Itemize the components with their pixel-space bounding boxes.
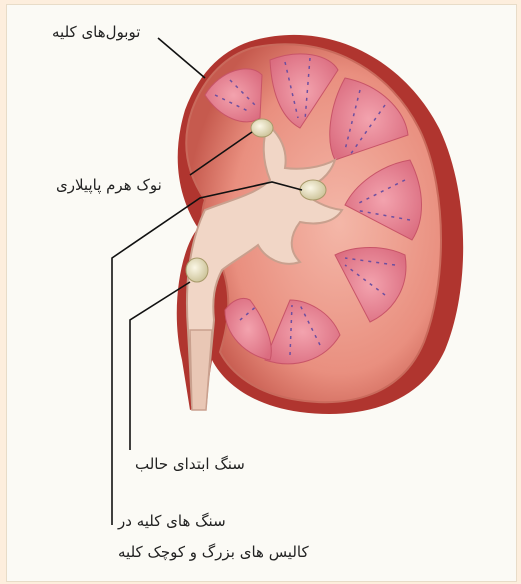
leader-tubules bbox=[158, 38, 205, 78]
stone-calyx bbox=[300, 180, 326, 200]
label-papilla-tip: نوک هرم پاپیلاری bbox=[56, 178, 162, 193]
label-calyx-stones-line1: سنگ های کلیه در bbox=[118, 514, 226, 529]
ureter bbox=[190, 330, 212, 410]
stone-ureter-start bbox=[186, 258, 208, 282]
label-tubules: توبول‌های کلیه bbox=[52, 25, 140, 40]
label-calyx-stones-line2: کالیس های بزرگ و کوچک کلیه bbox=[118, 545, 309, 560]
stone-papilla-tip bbox=[251, 119, 273, 137]
label-ureter-stone: سنگ ابتدای حالب bbox=[135, 457, 245, 472]
